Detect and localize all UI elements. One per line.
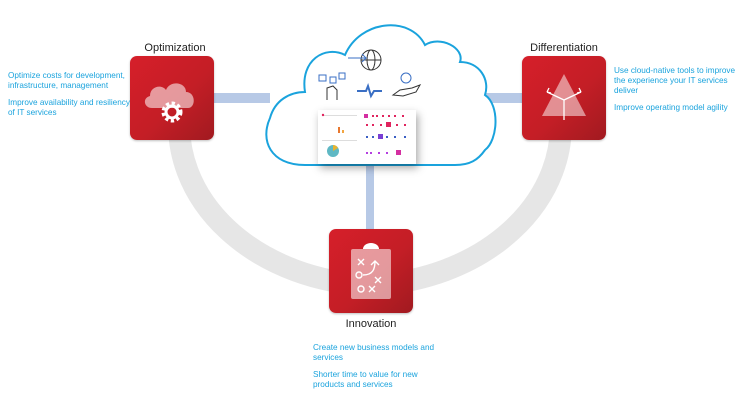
differentiation-description: Use cloud-native tools to improve the ex… <box>614 66 738 120</box>
optimization-bullet: Optimize costs for development, infrastr… <box>8 71 125 90</box>
clipboard-strategy-icon <box>351 243 391 299</box>
optimization-description: Optimize costs for development, infrastr… <box>8 71 133 125</box>
differentiation-bullet: Use cloud-native tools to improve the ex… <box>614 66 736 95</box>
connector-left <box>210 93 270 103</box>
innovation-bullet: Shorter time to value for new products a… <box>313 370 418 389</box>
innovation-description: Create new business models and services … <box>313 343 438 397</box>
differentiation-tile[interactable] <box>522 56 606 140</box>
triangle-arrows-icon <box>542 74 586 120</box>
connector-right <box>470 93 525 103</box>
dashboard-screenshot <box>318 110 416 164</box>
connect-plug-icon <box>357 82 382 99</box>
differentiation-label: Differentiation <box>530 42 598 54</box>
connector-bottom <box>366 165 374 230</box>
globe-plane-icon <box>348 49 382 71</box>
social-media-hand-icon <box>318 72 346 100</box>
innovation-bullet: Create new business models and services <box>313 343 435 362</box>
cloud-gear-icon <box>144 83 194 123</box>
innovation-tile[interactable] <box>329 229 413 313</box>
optimization-label: Optimization <box>144 42 206 54</box>
dollar-hand-icon <box>391 72 422 97</box>
optimization-tile[interactable] <box>130 56 214 140</box>
optimization-bullet: Improve availability and resiliency of I… <box>8 98 130 117</box>
differentiation-bullet: Improve operating model agility <box>614 103 728 112</box>
innovation-label: Innovation <box>345 318 397 330</box>
